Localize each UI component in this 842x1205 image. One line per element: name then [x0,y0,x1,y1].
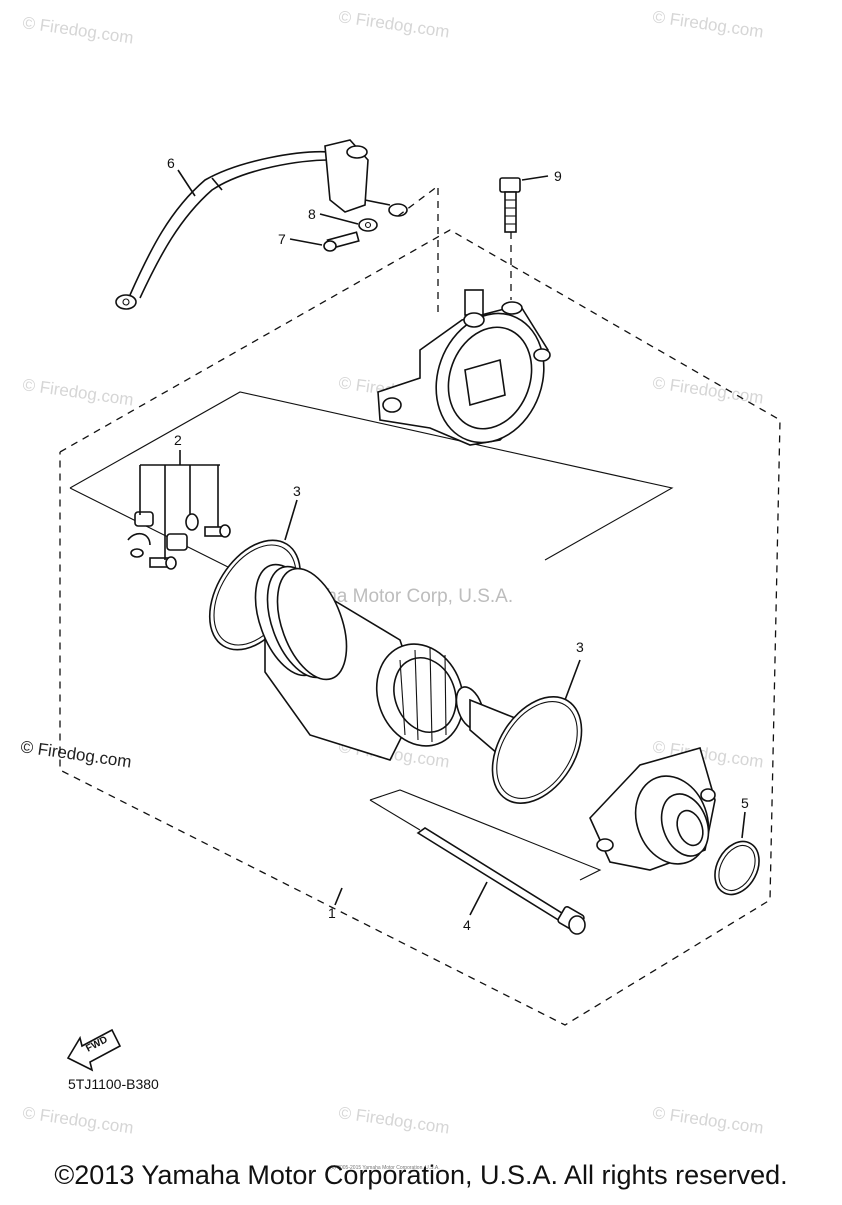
hardware-nut-washer [323,218,378,252]
callout-1: 1 [328,905,336,921]
bolt-9 [499,177,521,300]
o-ring-lower [491,659,583,804]
brush-set [127,450,231,570]
leader-6 [177,169,196,197]
callout-7: 7 [278,231,286,247]
callout-8: 8 [308,206,316,222]
watermark-text-dark: © Firedog.com [19,737,132,771]
armature [254,563,529,767]
callout-3-upper: 3 [293,483,301,499]
assembly-outline [59,229,781,1026]
watermarks: © Firedog.com © Firedog.com © Firedog.co… [19,7,764,1137]
rear-cover [377,289,551,446]
leader-8 [319,213,359,225]
fine-print: (c) 2005-2015 Yamaha Motor Corporation, … [330,1165,440,1171]
callout-9: 9 [554,168,562,184]
callout-2: 2 [174,432,182,448]
watermark-text: © Firedog.com [337,1103,450,1137]
leader-7 [289,238,323,246]
front-bracket [589,747,716,871]
callout-4: 4 [463,917,471,933]
diagram-code: 5TJ1100-B380 [68,1076,159,1092]
watermark-text: © Firedog.com [651,7,764,41]
leader-9 [521,175,549,181]
watermark-text: © Firedog.com [21,1103,134,1137]
fwd-arrow-icon: FWD [66,1028,122,1072]
terminal-leader [397,184,439,312]
callouts: 1 2 3 3 4 5 6 7 8 9 [167,155,749,933]
watermark-text: © Firedog.com [651,1103,764,1137]
watermark-text: © Firedog.com [337,7,450,41]
callout-3-lower: 3 [576,639,584,655]
leader-1 [334,887,343,906]
o-ring-5 [714,811,760,896]
bracket-outline-b [369,799,421,831]
callout-5: 5 [741,795,749,811]
watermark-text: © Firedog.com [21,375,134,409]
copyright-footer: ©2013 Yamaha Motor Corporation, U.S.A. A… [54,1160,788,1190]
through-bolt [416,827,586,935]
brush-area-outline [69,391,674,579]
watermark-text: © Firedog.com [21,13,134,47]
callout-6: 6 [167,155,175,171]
bracket-outline [369,789,602,881]
